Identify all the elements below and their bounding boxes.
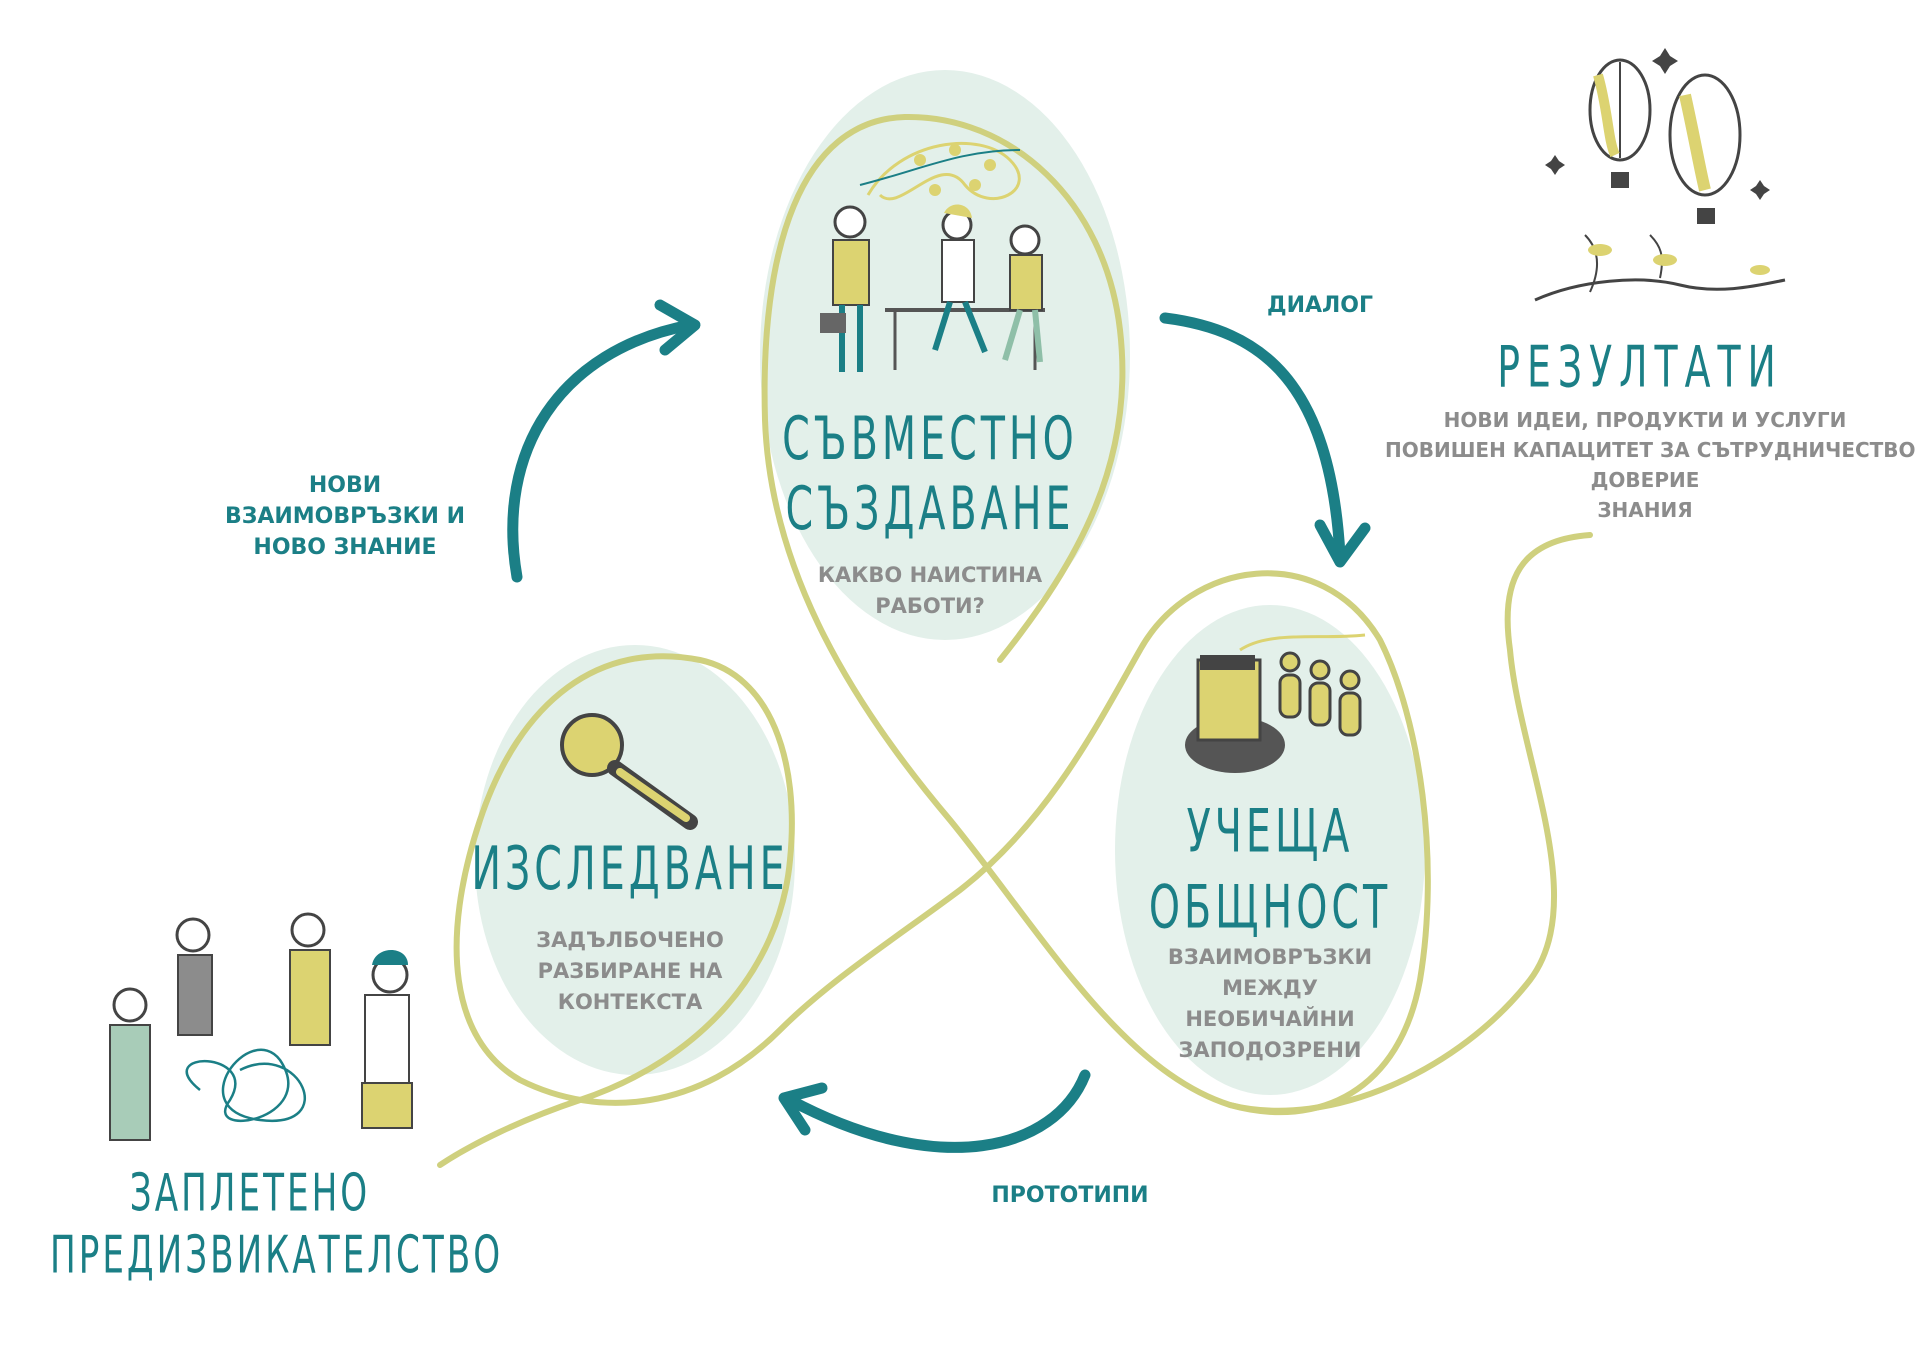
dialogue-arrow	[1159, 312, 1371, 568]
learning-community-title-line1: УЧЕЩА	[1186, 797, 1354, 867]
learning-community-subtitle-line2: МЕЖДУ	[1222, 976, 1318, 1000]
results-item: ДОВЕРИЕ	[1590, 468, 1700, 492]
prototypes-label-text: ПРОТОТИПИ	[991, 1183, 1149, 1208]
co-creation-title: СЪВМЕСТНО СЪЗДАВАНЕ	[780, 405, 1080, 545]
learning-community-subtitle: ВЗАИМОВРЪЗКИ МЕЖДУ НЕОБИЧАЙНИ ЗАПОДОЗРЕН…	[1150, 942, 1390, 1066]
co-creation-title-line2: СЪЗДАВАНЕ	[785, 475, 1075, 545]
new-links-label-line1: НОВИ	[308, 473, 382, 498]
tangled-challenge-title-line2: ПРЕДИЗВИКАТЕЛСТВО	[50, 1225, 504, 1285]
results-item: ПОВИШЕН КАПАЦИТЕТ ЗА СЪТРУДНИЧЕСТВО	[1385, 438, 1916, 462]
prototypes-label: ПРОТОТИПИ	[960, 1180, 1180, 1211]
research-title: ИЗСЛЕДВАНЕ	[470, 835, 790, 905]
co-creation-subtitle-line1: КАКВО НАИСТИНА	[817, 563, 1043, 587]
new-links-label: НОВИ ВЗАИМОВРЪЗКИ И НОВО ЗНАНИЕ	[220, 470, 470, 563]
learning-community-title-line2: ОБЩНОСТ	[1148, 873, 1392, 943]
new-links-label-line3: НОВО ЗНАНИЕ	[253, 535, 437, 560]
research-blob	[475, 645, 795, 1075]
tangled-loop-line	[437, 113, 1593, 1168]
co-creation-title-line1: СЪВМЕСТНО	[782, 405, 1078, 474]
magnifying-glass-icon	[560, 713, 698, 830]
results-list: НОВИ ИДЕИ, ПРОДУКТИ И УСЛУГИ ПОВИШЕН КАП…	[1385, 405, 1916, 525]
sparkle-icons	[1545, 48, 1770, 200]
dialogue-label-text: ДИАЛОГ	[1266, 293, 1374, 318]
research-title-text: ИЗСЛЕДВАНЕ	[471, 835, 789, 904]
new-links-arrow	[507, 299, 701, 583]
hot-air-balloons-icon	[1534, 58, 1786, 302]
results-title: РЕЗУЛТАТИ	[1490, 333, 1790, 400]
co-creation-illustration-icon	[820, 141, 1045, 372]
co-creation-subtitle-line2: РАБОТИ?	[875, 594, 985, 618]
research-subtitle-line1: ЗАДЪЛБОЧЕНО	[536, 928, 724, 952]
prototypes-arrow	[778, 1069, 1091, 1153]
tangled-challenge-title-line1: ЗАПЛЕТЕНО	[129, 1163, 371, 1223]
learning-community-title: УЧЕЩА ОБЩНОСТ	[1130, 795, 1410, 946]
book-community-icon	[1185, 633, 1366, 773]
results-title-text: РЕЗУЛТАТИ	[1497, 333, 1783, 400]
research-subtitle-line2: РАЗБИРАНЕ НА	[537, 959, 723, 983]
research-subtitle-line3: КОНТЕКСТА	[557, 990, 703, 1014]
tangled-people-icon	[109, 912, 413, 1141]
tangled-challenge-title: ЗАПЛЕТЕНО ПРЕДИЗВИКАТЕЛСТВО	[50, 1162, 504, 1286]
dialogue-label: ДИАЛОГ	[1240, 290, 1400, 321]
learning-community-subtitle-line4: ЗАПОДОЗРЕНИ	[1178, 1038, 1362, 1062]
research-subtitle: ЗАДЪЛБОЧЕНО РАЗБИРАНЕ НА КОНТЕКСТА	[510, 925, 750, 1018]
new-links-label-line2: ВЗАИМОВРЪЗКИ И	[224, 504, 466, 529]
results-item: НОВИ ИДЕИ, ПРОДУКТИ И УСЛУГИ	[1443, 408, 1847, 432]
results-item: ЗНАНИЯ	[1597, 498, 1693, 522]
learning-community-subtitle-line3: НЕОБИЧАЙНИ	[1185, 1007, 1355, 1031]
learning-community-subtitle-line1: ВЗАИМОВРЪЗКИ	[1167, 945, 1373, 969]
co-creation-subtitle: КАКВО НАИСТИНА РАБОТИ?	[800, 560, 1060, 622]
